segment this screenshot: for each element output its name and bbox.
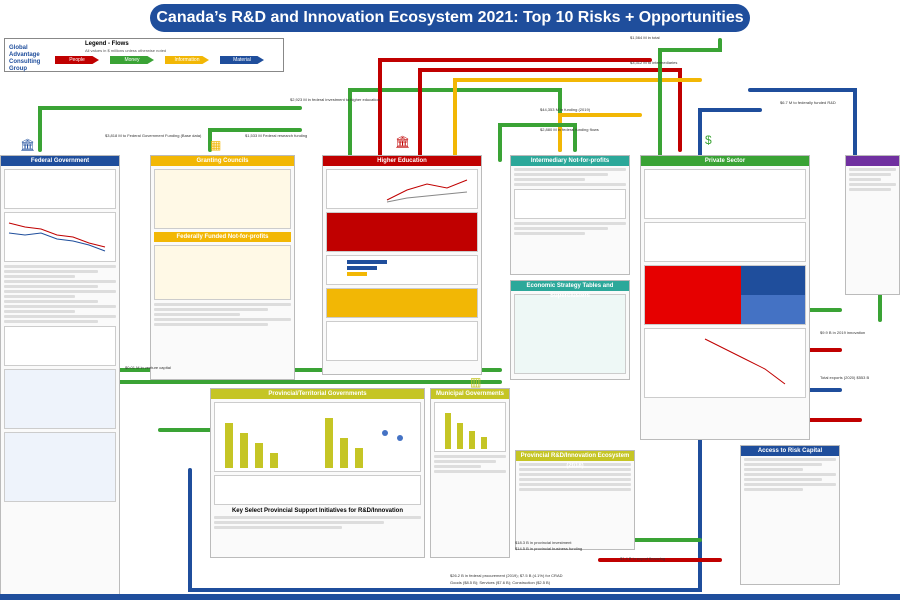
legend: Global Advantage Consulting Group Legend… [4,38,284,72]
higher-ed-trend-chart [386,179,468,203]
flow-label: $0.01 M in venture capital [125,365,171,370]
flow-label: $9.9 B in 2019 innovation [820,330,866,335]
legend-title: Legend - Flows [85,41,129,47]
economic-tables-panel: Economic Strategy Tables and Supercluste… [510,280,630,380]
flow-label: Goods ($8.5 B); Services ($7.6 B); Const… [450,580,551,585]
flow-label: $2,923 M in federal investment to higher… [290,97,380,102]
right-column-panel [845,155,900,295]
legend-material: Material [220,56,264,64]
flow-label: Total exports (2020) $553 B [820,375,870,380]
flow-label: $3,818 M to Federal Government Funding (… [105,133,202,138]
private-sector-panel: Private Sector [640,155,810,440]
flow-label: $2,880 M in federal funding flows [540,127,599,132]
flow-label: $1.4 B in export financing [620,556,666,561]
legend-subtitle: All values in $ millions unless otherwis… [85,48,167,53]
access-capital-header: Access to Risk Capital [741,446,839,456]
legend-people: People [55,56,99,64]
higher-education-header: Higher Education [323,156,481,166]
provincial-ecosystem-panel: Provincial R&D/Innovation Ecosystem (201… [515,450,635,550]
legend-information: Information [165,56,209,64]
federal-government-panel: Federal Government [0,155,120,595]
provincial-ecosystem-header: Provincial R&D/Innovation Ecosystem (201… [516,451,634,469]
economic-tables-header: Economic Strategy Tables and Supercluste… [511,281,629,299]
municipal-header: Municipal Governments [431,389,509,399]
parliament-icon: 🏛 [20,138,36,152]
municipal-panel: Municipal Governments [430,388,510,558]
granting-councils-header: Granting Councils [151,156,294,166]
higher-education-panel: Higher Education [322,155,482,375]
flow-label: $3,312 M to intermediaries [630,60,678,65]
federal-government-header: Federal Government [1,156,119,166]
municipal-icon: ▥ [470,375,482,389]
money-icon: $ [705,133,712,147]
federally-funded-nfp-header: Federally Funded Not-for-profits [154,232,291,242]
private-sector-header: Private Sector [641,156,809,166]
provincial-header: Provincial/Territorial Governments [211,389,424,399]
flow-label: $26.2 B in federal procurement (2019); $… [450,573,563,578]
flow-label: $44,353 M in funding (2019) [540,107,591,112]
page-title: Canada’s R&D and Innovation Ecosystem 20… [150,4,750,32]
bottom-strip [0,594,900,600]
federal-trend-chart [8,222,106,252]
provincial-panel: Provincial/Territorial Governments Key S… [210,388,425,558]
council-icon: ▦ [210,138,222,152]
legend-money: Money [110,56,154,64]
access-capital-panel: Access to Risk Capital [740,445,840,585]
intermediary-nfp-header: Intermediary Not-for-profits [511,156,629,166]
private-sector-trend [704,338,786,385]
flow-label: $1,533 M Federal research funding [245,133,308,138]
flow-label: $18.3 B in provincial investment [515,540,572,545]
flow-label: $14.5 B in provincial business funding [515,546,583,551]
flow-label: $1,564 M in total [630,35,660,40]
provincial-support-title: Key Select Provincial Support Initiative… [231,508,404,514]
higher-ed-bars [347,260,387,276]
granting-councils-panel: Granting Councils Federally Funded Not-f… [150,155,295,380]
flow-label: $6.7 M to federally funded R&D [780,100,836,105]
provincial-chart [214,402,421,472]
company-logo: Global Advantage Consulting Group [9,45,41,72]
intermediary-nfp-panel: Intermediary Not-for-profits [510,155,630,275]
university-icon: 🏛 [395,135,411,149]
